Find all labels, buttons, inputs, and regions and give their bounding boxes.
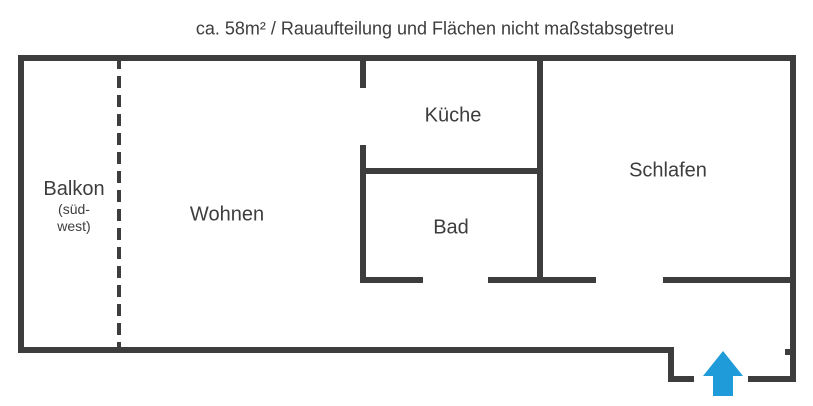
wall-entrance-nook-left	[668, 347, 674, 382]
wall-entrance-nook-bottom-left	[668, 376, 694, 382]
wall-kueche-bad-divider	[360, 168, 543, 174]
room-label-balkon: Balkon (süd- west)	[43, 177, 104, 235]
balkon-label: Balkon	[43, 178, 105, 200]
balkon-sublabel-line1: (süd-	[58, 201, 90, 217]
floorplan-title: ca. 58m² / Rauaufteilung und Flächen nic…	[195, 18, 675, 39]
wall-schlafen-bottom	[663, 277, 796, 283]
balcony-dashed-divider	[117, 57, 121, 350]
room-label-bad: Bad	[433, 216, 469, 239]
wall-right-stub	[785, 349, 790, 355]
wall-kueche-left-upper	[360, 55, 366, 88]
balkon-sublabel-line2: west)	[57, 218, 91, 234]
room-label-schlafen: Schlafen	[629, 159, 707, 182]
room-label-wohnen: Wohnen	[189, 203, 265, 226]
wall-hall-middle	[488, 277, 596, 283]
wall-outer-bottom	[18, 347, 674, 353]
room-label-kueche: Küche	[424, 104, 482, 127]
wall-bad-bottom	[360, 277, 423, 283]
entrance-arrow-icon	[703, 351, 743, 396]
wall-entrance-nook-bottom-right	[748, 376, 796, 382]
wall-kueche-bad-left-lower	[360, 145, 366, 283]
wall-outer-top	[18, 55, 796, 61]
wall-outer-right	[790, 55, 796, 382]
wall-outer-left	[18, 55, 24, 353]
